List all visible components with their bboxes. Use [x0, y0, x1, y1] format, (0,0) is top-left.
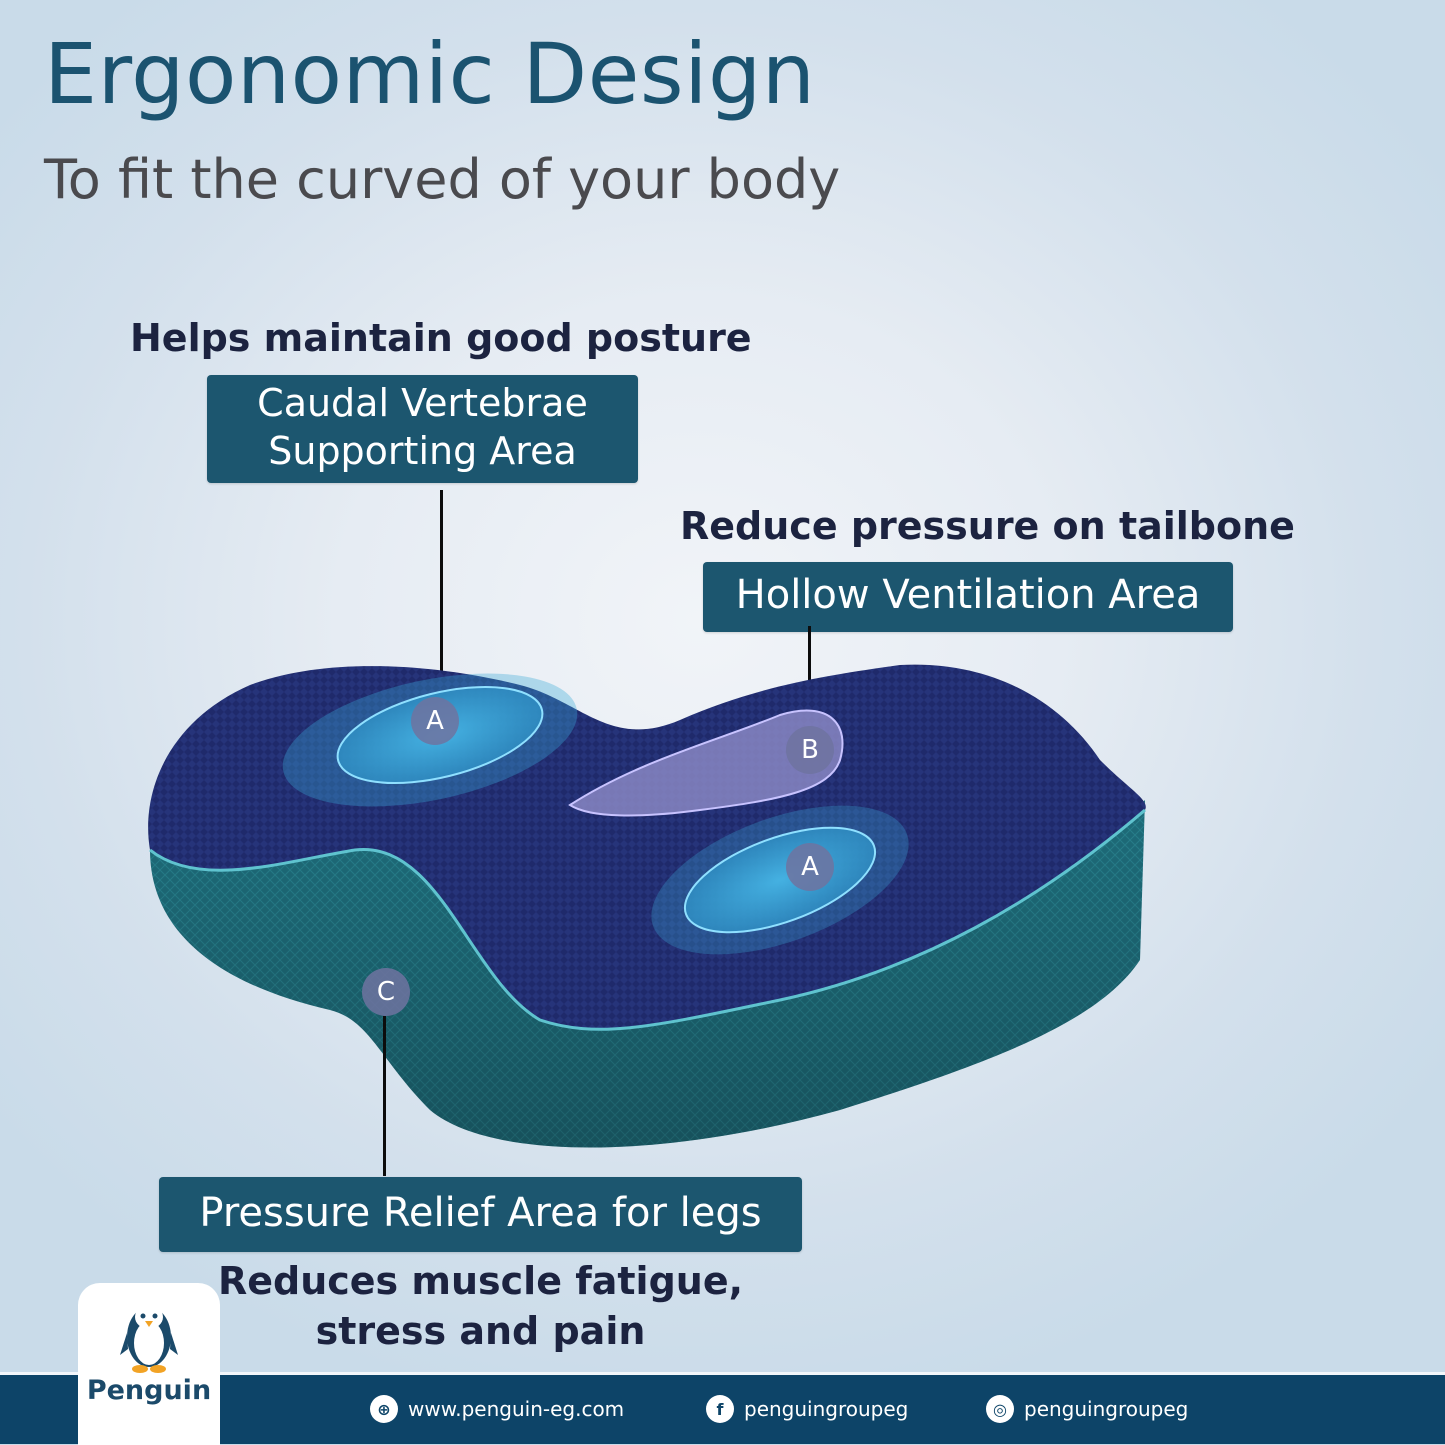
instagram-icon: ◎: [986, 1395, 1014, 1423]
facebook-icon: f: [706, 1395, 734, 1423]
hollow-leader-line: [808, 626, 811, 708]
brand-name: Penguin: [86, 1375, 212, 1406]
caudal-tag-line1: Caudal Vertebrae: [257, 381, 588, 425]
caudal-leader-line: [440, 490, 443, 688]
relief-caption-line1: Reduces muscle fatigue,: [217, 1259, 744, 1303]
relief-tag: Pressure Relief Area for legs: [159, 1177, 802, 1252]
footer-instagram-label: penguingroupeg: [1024, 1397, 1189, 1421]
hollow-tag: Hollow Ventilation Area: [703, 562, 1233, 632]
footer-website-link[interactable]: ⊕ www.penguin-eg.com: [370, 1395, 624, 1423]
relief-caption: Reduces muscle fatigue, stress and pain: [159, 1256, 802, 1356]
marker-b: B: [786, 726, 834, 774]
footer-bar: ⊕ www.penguin-eg.com f penguingroupeg ◎ …: [0, 1372, 1445, 1444]
caudal-tag: Caudal Vertebrae Supporting Area: [207, 375, 638, 483]
footer-facebook-link[interactable]: f penguingroupeg: [706, 1395, 908, 1423]
footer-website-label: www.penguin-eg.com: [408, 1397, 625, 1421]
globe-icon: ⊕: [370, 1395, 398, 1423]
penguin-icon: [120, 1305, 178, 1373]
caudal-caption: Helps maintain good posture: [130, 316, 752, 360]
hollow-caption: Reduce pressure on tailbone: [680, 504, 1295, 548]
footer-facebook-label: penguingroupeg: [744, 1397, 909, 1421]
relief-leader-line: [383, 1016, 386, 1176]
marker-a-right: A: [786, 843, 834, 891]
seat-cushion-image: [140, 640, 1200, 1170]
brand-logo: Penguin: [78, 1283, 220, 1445]
caudal-tag-line2: Supporting Area: [268, 429, 577, 473]
page-title: Ergonomic Design: [44, 25, 816, 123]
page-subtitle: To fit the curved of your body: [44, 148, 841, 211]
marker-a-left: A: [411, 697, 459, 745]
relief-caption-line2: stress and pain: [315, 1309, 646, 1353]
marker-c: C: [362, 968, 410, 1016]
footer-instagram-link[interactable]: ◎ penguingroupeg: [986, 1395, 1188, 1423]
